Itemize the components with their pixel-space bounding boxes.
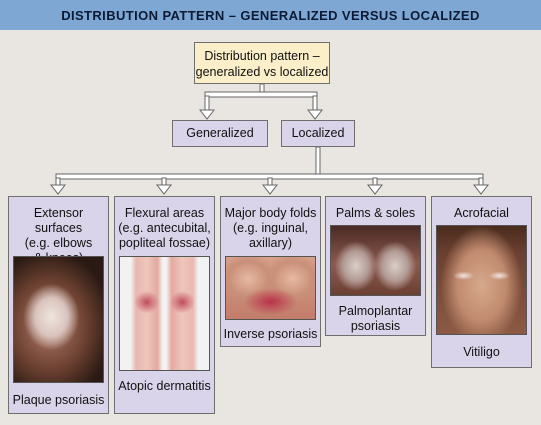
root-line-2: generalized vs localized <box>195 65 329 79</box>
category-title-line: Palms & soles <box>335 206 416 220</box>
inframammary-fold-photo <box>225 256 316 320</box>
category-extensor-surfaces: Extensor surfaces (e.g. elbows & knees) … <box>8 196 109 414</box>
category-title-line: (e.g. inguinal, <box>232 221 309 235</box>
category-title-line: Acrofacial <box>454 206 509 220</box>
elbow-plaque-photo <box>13 256 104 383</box>
category-acrofacial: Acrofacial Vitiligo <box>431 196 532 368</box>
child-face-photo <box>436 225 527 335</box>
category-flexural-areas: Flexural areas (e.g. antecubital, poplit… <box>114 196 215 414</box>
category-caption: Palmoplantar <box>338 304 413 318</box>
hands-palms-photo <box>330 225 421 296</box>
generalized-node: Generalized <box>172 120 268 147</box>
diagram-header: DISTRIBUTION PATTERN – GENERALIZED VERSU… <box>0 0 541 30</box>
category-title-line: axillary) <box>248 236 293 250</box>
category-caption: Inverse psoriasis <box>223 327 318 341</box>
localized-node: Localized <box>281 120 355 147</box>
category-title-line: (e.g. antecubital, <box>118 221 211 235</box>
category-title-line: Major body folds <box>224 206 317 220</box>
root-node: Distribution pattern – generalized vs lo… <box>194 42 330 84</box>
legs-popliteal-photo <box>119 256 210 371</box>
category-title-line: Flexural areas <box>124 206 205 220</box>
category-caption: Atopic dermatitis <box>118 379 211 393</box>
category-caption: Plaque psoriasis <box>12 393 105 407</box>
category-caption: psoriasis <box>350 319 401 333</box>
category-title-line: popliteal fossae) <box>118 236 211 250</box>
category-caption: Vitiligo <box>463 345 500 359</box>
category-palms-soles: Palms & soles Palmoplantar psoriasis <box>325 196 426 336</box>
root-line-1: Distribution pattern – <box>204 49 320 63</box>
category-title-line: (e.g. elbows <box>24 236 93 250</box>
category-title-line: Extensor surfaces <box>33 206 84 235</box>
category-major-body-folds: Major body folds (e.g. inguinal, axillar… <box>220 196 321 347</box>
